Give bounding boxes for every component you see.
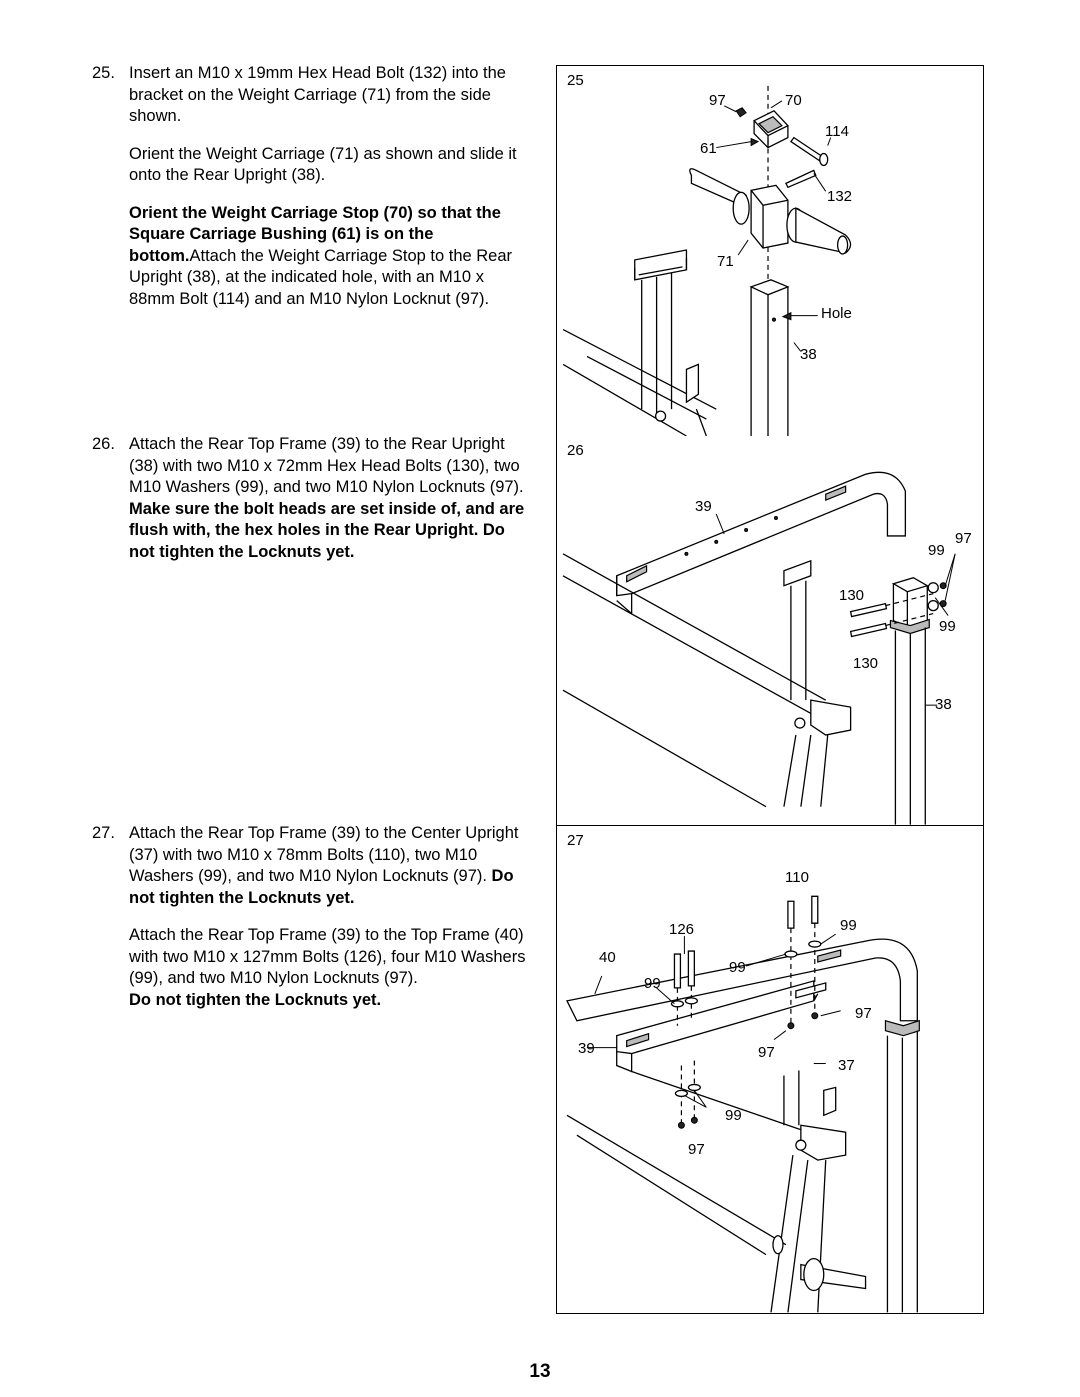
callout-label: 61 bbox=[700, 140, 717, 157]
instruction-paragraph: Attach the Rear Top Frame (39) to the Ce… bbox=[129, 823, 532, 909]
callout-label: Hole bbox=[821, 305, 852, 322]
callout-label: 97 bbox=[709, 92, 726, 109]
callout-label: 39 bbox=[695, 498, 712, 515]
callout-label: 110 bbox=[785, 869, 809, 886]
callout-label: 38 bbox=[935, 696, 952, 713]
instruction-text: Orient the Weight Carriage (71) as shown… bbox=[129, 144, 517, 185]
step-25-instructions: 25. Insert an M10 x 19mm Hex Head Bolt (… bbox=[92, 63, 532, 310]
callout-label: 70 bbox=[785, 92, 802, 109]
callout-label: 39 bbox=[578, 1040, 595, 1057]
panel-number: 26 bbox=[567, 442, 584, 459]
step-26-instructions: 26. Attach the Rear Top Frame (39) to th… bbox=[92, 434, 532, 563]
instruction-paragraph: Attach the Rear Top Frame (39) to the To… bbox=[129, 925, 532, 1011]
assembly-diagram-26 bbox=[562, 471, 956, 825]
callout-label: 97 bbox=[688, 1141, 705, 1158]
instruction-bold-text: Make sure the bolt heads are set inside … bbox=[129, 499, 525, 561]
callout-label: 97 bbox=[955, 530, 972, 547]
instruction-text: Attach the Rear Top Frame (39) to the Ce… bbox=[129, 824, 519, 885]
page-number: 13 bbox=[529, 1361, 551, 1382]
instruction-text: Attach the Rear Top Frame (39) to the To… bbox=[129, 926, 526, 987]
panel-number: 25 bbox=[567, 72, 584, 89]
instruction-bold-text: Do not tighten the Locknuts yet. bbox=[129, 990, 382, 1009]
callout-label: 132 bbox=[827, 188, 853, 205]
instruction-bold-text: Orient the Weight Carriage Stop (70) so … bbox=[129, 203, 501, 265]
callout-label: 38 bbox=[800, 346, 817, 363]
callout-label: 99 bbox=[644, 975, 661, 992]
instruction-text: Attach the Rear Top Frame (39) to the Re… bbox=[129, 435, 524, 496]
step-number: 27. bbox=[92, 824, 115, 842]
callout-label: 99 bbox=[725, 1107, 742, 1124]
instruction-paragraph: Insert an M10 x 19mm Hex Head Bolt (132)… bbox=[129, 63, 532, 128]
callout-label: 130 bbox=[853, 655, 879, 672]
diagram-panel-26: 26 39 97 99 130 99 130 38 bbox=[556, 436, 984, 826]
callout-label: 99 bbox=[840, 917, 857, 934]
step-number: 26. bbox=[92, 435, 115, 453]
callout-label: 114 bbox=[825, 123, 849, 140]
callout-label: 97 bbox=[855, 1005, 872, 1022]
callout-label: 99 bbox=[928, 542, 945, 559]
callout-label: 97 bbox=[758, 1044, 775, 1061]
callout-label: 126 bbox=[669, 921, 695, 938]
step-27-instructions: 27. Attach the Rear Top Frame (39) to th… bbox=[92, 823, 532, 1011]
callout-label: 99 bbox=[939, 618, 956, 635]
diagram-panel-25: 25 97 70 114 61 132 71 Hole 38 bbox=[556, 65, 984, 437]
callout-label: 40 bbox=[599, 949, 616, 966]
callout-label: 99 bbox=[729, 959, 746, 976]
panel-number: 27 bbox=[567, 832, 584, 849]
instruction-paragraph: Attach the Rear Top Frame (39) to the Re… bbox=[129, 434, 532, 563]
diagram-panel-27: 27 110 99 126 40 99 99 97 39 97 37 99 97 bbox=[556, 826, 984, 1314]
instruction-bold-text: Do not tighten the Locknuts yet. bbox=[129, 867, 514, 907]
assembly-diagram-25 bbox=[562, 85, 852, 436]
callout-label: 71 bbox=[717, 253, 734, 270]
assembly-diagram-27 bbox=[565, 895, 920, 1313]
callout-label: 130 bbox=[839, 587, 865, 604]
instruction-paragraph: Orient the Weight Carriage (71) as shown… bbox=[129, 144, 532, 187]
callout-label: 37 bbox=[838, 1057, 855, 1074]
step-number: 25. bbox=[92, 64, 115, 82]
instruction-paragraph: Orient the Weight Carriage Stop (70) so … bbox=[129, 203, 532, 311]
instruction-text: Insert an M10 x 19mm Hex Head Bolt (132)… bbox=[129, 64, 506, 125]
instruction-text: Attach the Weight Carriage Stop to the R… bbox=[129, 246, 513, 308]
